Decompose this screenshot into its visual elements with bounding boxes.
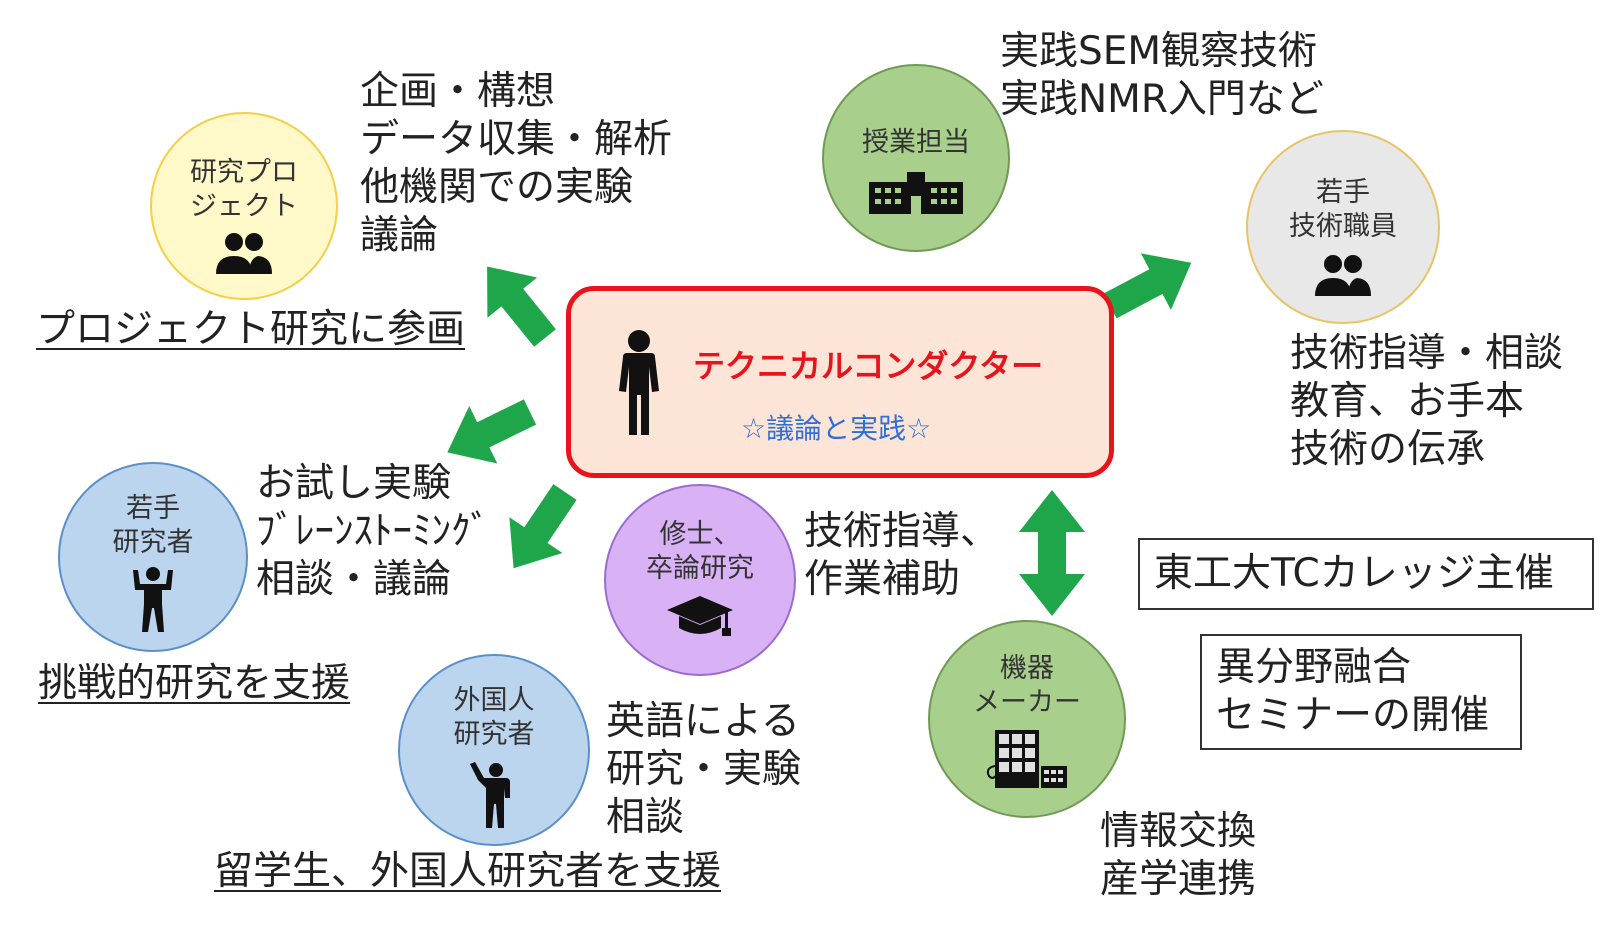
task-line: ﾌﾞﾚｰﾝｽﾄｰﾐﾝｸﾞ [256, 509, 491, 554]
task-line: 作業補助 [804, 557, 961, 602]
young-staff-tasks: 技術指導・相談 教育、お手本 技術の伝承 [1290, 330, 1563, 474]
node-label-line: 技術職員 [1289, 211, 1397, 242]
task-line: 技術指導、 [804, 509, 1000, 554]
task-line: 他機関での実験 [360, 165, 634, 210]
task-line: お試し実験 [256, 461, 452, 506]
node-label-line: ジェクト [190, 191, 298, 222]
node-label-line: 若手 [126, 493, 180, 524]
foreign-caption: 留学生、外国人研究者を支援 [214, 849, 722, 894]
arrow-to-young-researcher [447, 399, 537, 464]
task-line: 英語による [606, 699, 800, 744]
foreign-tasks: 英語による 研究・実験 相談 [606, 698, 801, 842]
node-research-project: 研究プロ ジェクト [150, 112, 338, 300]
tc-college-label: 東工大TCカレッジ主催 [1154, 551, 1554, 596]
task-line: 技術の伝承 [1290, 427, 1486, 472]
task-line: 産学連携 [1100, 857, 1257, 902]
task-line: 教育、お手本 [1290, 379, 1525, 424]
task-line: 研究・実験 [606, 747, 802, 792]
node-label-line: 若手 [1316, 177, 1370, 208]
node-label-line: 授業担当 [862, 127, 970, 158]
node-label-line: 卒論研究 [646, 553, 754, 584]
node-foreign-researcher: 外国人 研究者 [398, 654, 590, 846]
node-equipment-maker: 機器 メーカー [928, 620, 1126, 818]
node-label-line: 修士、 [659, 519, 741, 550]
center-title: テクニカルコンダクター [693, 347, 1044, 385]
task-line: 実践SEM観察技術 [1000, 29, 1318, 74]
task-line: データ収集・解析 [360, 117, 673, 162]
task-line: 情報交換 [1100, 809, 1257, 854]
node-label-line: メーカー [973, 687, 1081, 718]
node-label-line: 研究者 [112, 527, 194, 558]
node-teaching: 授業担当 [822, 64, 1010, 252]
node-label-line: 外国人 [453, 685, 535, 716]
teaching-tasks: 実践SEM観察技術 実践NMR入門など [1000, 28, 1324, 124]
instrument-icon [986, 730, 1067, 788]
seminar-line: セミナーの開催 [1216, 693, 1490, 738]
masters-tasks: 技術指導、 作業補助 [804, 508, 999, 604]
arrow-to-young-staff [1103, 253, 1192, 319]
maker-tasks: 情報交換 産学連携 [1100, 808, 1256, 904]
arrow-center-maker [1019, 490, 1085, 616]
tc-college-box: 東工大TCカレッジ主催 [1138, 538, 1594, 610]
person-flexing-icon [133, 567, 173, 632]
person-waving-icon [470, 762, 510, 828]
center-box: テクニカルコンダクター ☆議論と実践☆ [566, 286, 1114, 478]
people-icon [1315, 255, 1371, 296]
center-subtitle: ☆議論と実践☆ [741, 412, 932, 445]
seminar-box: 異分野融合 セミナーの開催 [1200, 634, 1522, 750]
task-line: 相談 [606, 795, 685, 840]
school-building-icon [869, 172, 963, 214]
project-caption: プロジェクト研究に参画 [36, 307, 466, 352]
task-line: 議論 [360, 213, 439, 258]
task-line: 企画・構想 [360, 69, 556, 114]
person-icon [619, 330, 659, 435]
arrow-to-project [487, 266, 556, 347]
task-line: 技術指導・相談 [1290, 331, 1564, 376]
node-label-line: 研究者 [453, 719, 535, 750]
node-young-researcher: 若手 研究者 [58, 462, 248, 652]
node-masters-thesis: 修士、 卒論研究 [604, 484, 796, 676]
young-researcher-tasks: お試し実験 ﾌﾞﾚｰﾝｽﾄｰﾐﾝｸﾞ 相談・議論 [256, 460, 490, 604]
graduation-cap-icon [667, 596, 733, 636]
young-researcher-caption: 挑戦的研究を支援 [38, 661, 351, 706]
seminar-line: 異分野融合 [1216, 645, 1412, 690]
arrow-to-masters [509, 484, 577, 569]
task-line: 実践NMR入門など [1000, 77, 1324, 122]
task-line: 相談・議論 [256, 557, 452, 602]
node-label-line: 機器 [1000, 653, 1054, 684]
node-label-line: 研究プロ [190, 157, 298, 188]
project-tasks: 企画・構想 データ収集・解析 他機関での実験 議論 [360, 68, 672, 260]
node-young-technical-staff: 若手 技術職員 [1246, 130, 1440, 324]
people-icon [216, 233, 272, 274]
